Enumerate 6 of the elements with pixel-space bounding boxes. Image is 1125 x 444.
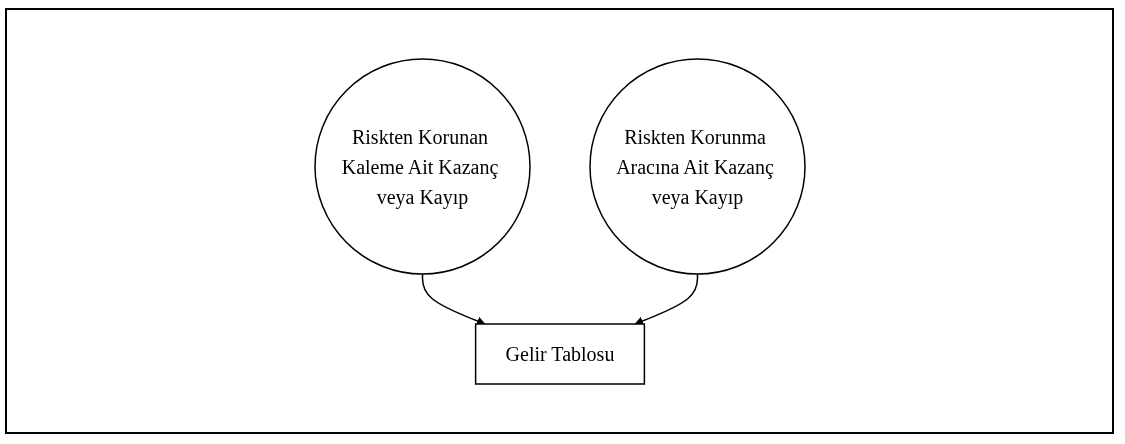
node-box	[474, 322, 645, 385]
node-circle	[313, 57, 531, 275]
frame-border: Riskten Korunan Kaleme Ait Kazanç veya Kayıp Riskten Korunma Aracına Ait Kazanç veya Kayıp Gelir Tablosu	[5, 8, 1114, 434]
node-circle	[588, 57, 806, 275]
arrow	[421, 272, 485, 325]
arrow	[634, 272, 698, 325]
